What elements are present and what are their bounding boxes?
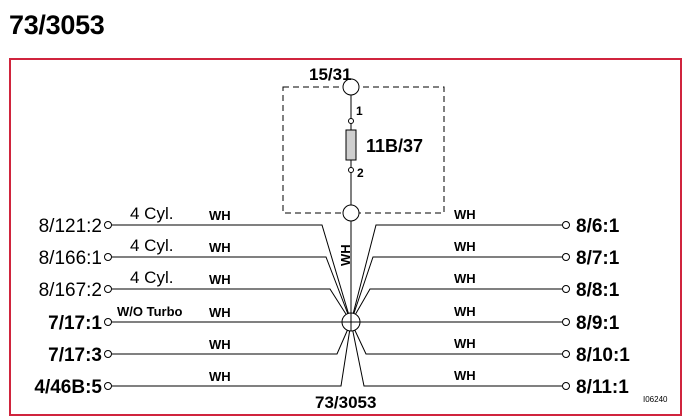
left-wire-color: WH: [209, 272, 231, 287]
fuse-symbol: [345, 129, 357, 161]
left-wire-color: WH: [209, 208, 231, 223]
right-wire-color: WH: [454, 239, 476, 254]
left-terminal-circle: [104, 285, 112, 293]
right-terminal-circle: [562, 382, 570, 390]
left-terminal-circle: [104, 382, 112, 390]
right-terminal-label: 8/8:1: [576, 280, 620, 301]
left-wire-color: WH: [209, 369, 231, 384]
left-wire-color: WH: [209, 240, 231, 255]
left-terminal-label: 8/166:1: [39, 248, 102, 269]
right-terminal-circle: [562, 253, 570, 261]
left-wire-note: W/O Turbo: [117, 304, 183, 319]
left-terminal-circle: [104, 221, 112, 229]
left-wire: [112, 256, 352, 323]
wires-group: [104, 221, 570, 390]
left-terminal-label: 8/167:2: [39, 280, 102, 301]
splice-label: 73/3053: [315, 393, 376, 412]
top-connector-label: 15/31: [309, 65, 352, 84]
left-wire-note: 4 Cyl.: [130, 236, 173, 255]
right-wire: [350, 288, 562, 323]
left-terminal-circle: [104, 253, 112, 261]
right-wire: [350, 321, 562, 355]
fuse-pin-2: [348, 167, 354, 173]
image-reference: I06240: [643, 395, 668, 404]
right-wire: [350, 256, 562, 323]
page-title: 73/3053: [9, 10, 105, 40]
left-wire-color: WH: [209, 305, 231, 320]
right-terminal-circle: [562, 221, 570, 229]
right-terminal-label: 8/10:1: [576, 345, 630, 366]
right-wire-color: WH: [454, 336, 476, 351]
left-wire: [112, 224, 352, 323]
left-wire-note: 4 Cyl.: [130, 268, 173, 287]
right-terminal-label: 8/9:1: [576, 313, 620, 334]
fuse-label: 11B/37: [366, 136, 423, 156]
left-wire: [112, 321, 352, 355]
left-terminal-circle: [104, 350, 112, 358]
vertical-wire-color: WH: [338, 244, 353, 266]
left-terminal-label: 7/17:1: [48, 313, 102, 334]
left-terminal-label: 4/46B:5: [34, 377, 102, 398]
fuse-pin-1: [348, 118, 354, 124]
right-terminal-circle: [562, 350, 570, 358]
right-wire-color: WH: [454, 304, 476, 319]
left-terminal-circle: [104, 318, 112, 326]
left-wire-note: 4 Cyl.: [130, 204, 173, 223]
right-terminal-circle: [562, 318, 570, 326]
right-wire-color: WH: [454, 368, 476, 383]
right-wire: [350, 321, 562, 387]
right-terminal-label: 8/7:1: [576, 248, 620, 269]
right-wire-color: WH: [454, 207, 476, 222]
left-terminal-label: 8/121:2: [39, 216, 102, 237]
left-wire-color: WH: [209, 337, 231, 352]
right-terminal-label: 8/6:1: [576, 216, 620, 237]
right-wire: [350, 224, 562, 323]
module-dashed-box: [282, 86, 445, 214]
fuse-pin-1-label: 1: [356, 104, 363, 118]
fuse-pin-2-label: 2: [357, 166, 364, 180]
right-wire-color: WH: [454, 271, 476, 286]
diagram-frame: [9, 58, 682, 416]
module-connector-circle: [342, 204, 360, 222]
left-terminal-label: 7/17:3: [48, 345, 102, 366]
right-terminal-label: 8/11:1: [576, 377, 629, 398]
left-wire: [112, 288, 352, 323]
left-wire: [112, 321, 352, 387]
right-terminal-circle: [562, 285, 570, 293]
top-connector-circle: [342, 78, 360, 96]
